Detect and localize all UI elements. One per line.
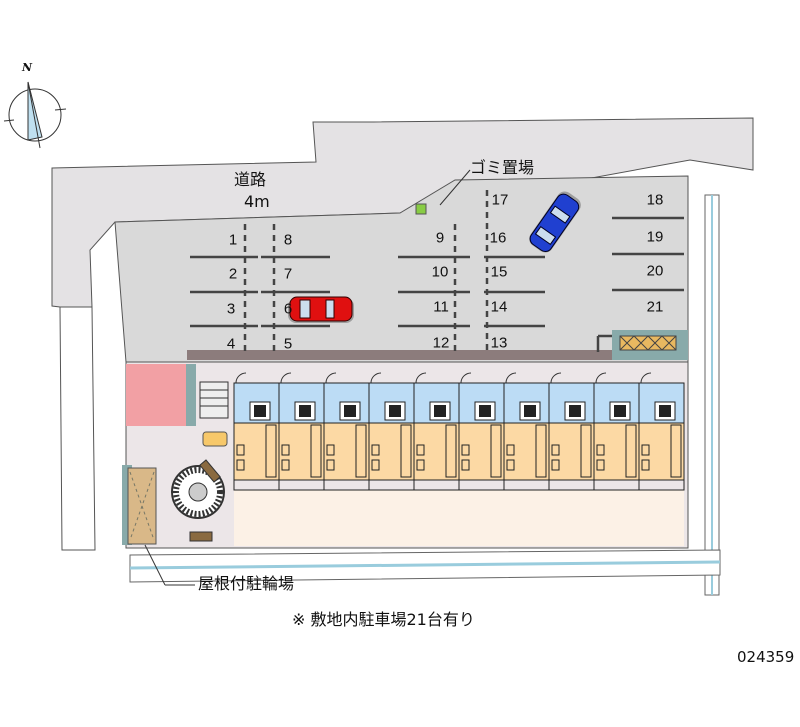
parking-space-number: 6 bbox=[283, 300, 293, 318]
apartment-unit bbox=[413, 372, 460, 491]
apartment-unit bbox=[593, 372, 640, 491]
apartment-unit bbox=[368, 372, 415, 491]
parking-space-number: 15 bbox=[490, 263, 508, 281]
road-label: 道路 bbox=[234, 170, 267, 189]
garbage-area-box bbox=[415, 203, 427, 215]
pink-area bbox=[126, 364, 186, 426]
parking-space-number: 14 bbox=[490, 298, 508, 316]
parking-space-number: 8 bbox=[283, 231, 293, 249]
blue-car bbox=[529, 191, 581, 253]
parking-space-number: 16 bbox=[489, 229, 507, 247]
apartment-unit bbox=[638, 372, 685, 491]
stairs bbox=[199, 381, 229, 419]
apartment-unit bbox=[323, 372, 370, 491]
garbage-area-label: ゴミ置場 bbox=[470, 158, 535, 177]
road-width: 4m bbox=[244, 192, 270, 211]
bicycle-shed bbox=[122, 465, 157, 545]
parking-space-number: 4 bbox=[226, 335, 236, 353]
parking-lines bbox=[190, 190, 684, 355]
compass-icon bbox=[3, 81, 67, 149]
compass-north-label: N bbox=[22, 61, 33, 74]
parking-space-number: 19 bbox=[646, 228, 664, 246]
apartment-unit bbox=[278, 372, 325, 491]
parking-space-number: 21 bbox=[646, 298, 664, 316]
parking-space-number: 9 bbox=[435, 229, 445, 247]
parking-space-number: 17 bbox=[491, 191, 509, 209]
garden-area bbox=[234, 490, 684, 546]
parking-space-number: 10 bbox=[431, 263, 449, 281]
apartment-unit bbox=[503, 372, 550, 491]
parking-space-number: 18 bbox=[646, 191, 664, 209]
bench bbox=[189, 531, 213, 542]
apartment-unit bbox=[233, 372, 280, 491]
apartment-unit bbox=[548, 372, 595, 491]
parking-space-number: 3 bbox=[226, 300, 236, 318]
parking-note: ※ 敷地内駐車場21台有り bbox=[292, 610, 475, 629]
parking-space-number: 20 bbox=[646, 262, 664, 280]
parking-space-number: 2 bbox=[228, 265, 238, 283]
parking-space-number: 11 bbox=[433, 298, 449, 316]
parking-space-number: 12 bbox=[432, 334, 450, 352]
parking-space-number: 1 bbox=[228, 231, 238, 249]
bicycle-parking-label: 屋根付駐輪場 bbox=[198, 574, 295, 593]
left-strip bbox=[59, 306, 96, 551]
property-code: 024359 bbox=[737, 648, 795, 666]
apartment-unit bbox=[458, 372, 505, 491]
parking-space-number: 7 bbox=[283, 265, 293, 283]
tank bbox=[202, 431, 228, 447]
building-edge bbox=[187, 350, 612, 360]
storage-box bbox=[612, 330, 688, 360]
apartment-building bbox=[233, 372, 685, 491]
red-car bbox=[288, 296, 354, 323]
parking-space-number: 13 bbox=[490, 334, 508, 352]
parking-space-number: 5 bbox=[283, 335, 293, 353]
